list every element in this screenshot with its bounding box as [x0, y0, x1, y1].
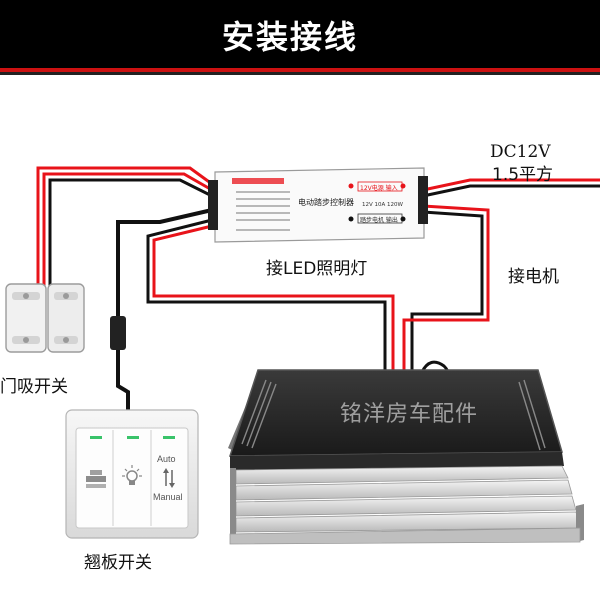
door-switch-wire-black [48, 178, 213, 292]
led-light-label: 接LED照明灯 [266, 259, 368, 279]
controller-box: 电动踏步控制器 12V电源 输入 12V 10A 120W 踏步电机 输出 [208, 167, 428, 243]
watermark: 铭洋房车配件 [340, 402, 479, 427]
power-spec-voltage: DC12V [490, 142, 551, 162]
door-switch-label: 门吸开关 [0, 377, 68, 397]
led-wire-black [146, 218, 387, 372]
door-switch-wire-red-1 [36, 166, 213, 292]
door-switch-wire-red-2 [42, 172, 213, 292]
light-bulb-icon [122, 465, 142, 485]
power-wire-red [422, 178, 600, 192]
motor-label: 接电机 [508, 267, 559, 287]
door-magnet-switch [5, 283, 85, 353]
step-side-ridges [241, 379, 546, 451]
step-tread-rails [229, 465, 584, 545]
controller-name: 电动踏步控制器 [298, 197, 354, 207]
cable-splice-sleeve [110, 316, 126, 350]
controller-motor-out-tag: 踏步电机 输出 [360, 216, 398, 224]
power-wire-black [422, 184, 600, 198]
panel-switch-label: 翘板开关 [84, 553, 152, 573]
title-underline [0, 68, 600, 72]
controller-input-strip [232, 178, 284, 184]
motor-wire-black [410, 210, 484, 372]
motor-wire-red [402, 204, 490, 372]
led-wire-red [152, 224, 395, 372]
step-icon [86, 470, 106, 488]
switch-auto-label: Auto [157, 454, 176, 464]
title-banner: 安装接线 [0, 0, 600, 75]
up-down-arrows-icon [163, 468, 175, 488]
panel-rocker-switch: Auto Manual [65, 409, 199, 539]
electric-step [228, 369, 584, 545]
panel-switch-cable [116, 208, 213, 318]
switch-manual-label: Manual [153, 492, 183, 502]
power-spec-wire-gauge: 1.5平方 [492, 165, 554, 185]
controller-spec: 12V 10A 120W [362, 202, 404, 208]
page-title: 安装接线 [221, 18, 358, 56]
wires [36, 166, 600, 412]
panel-switch-cable-lower [116, 348, 130, 412]
controller-power-in-tag: 12V电源 输入 [360, 184, 398, 192]
